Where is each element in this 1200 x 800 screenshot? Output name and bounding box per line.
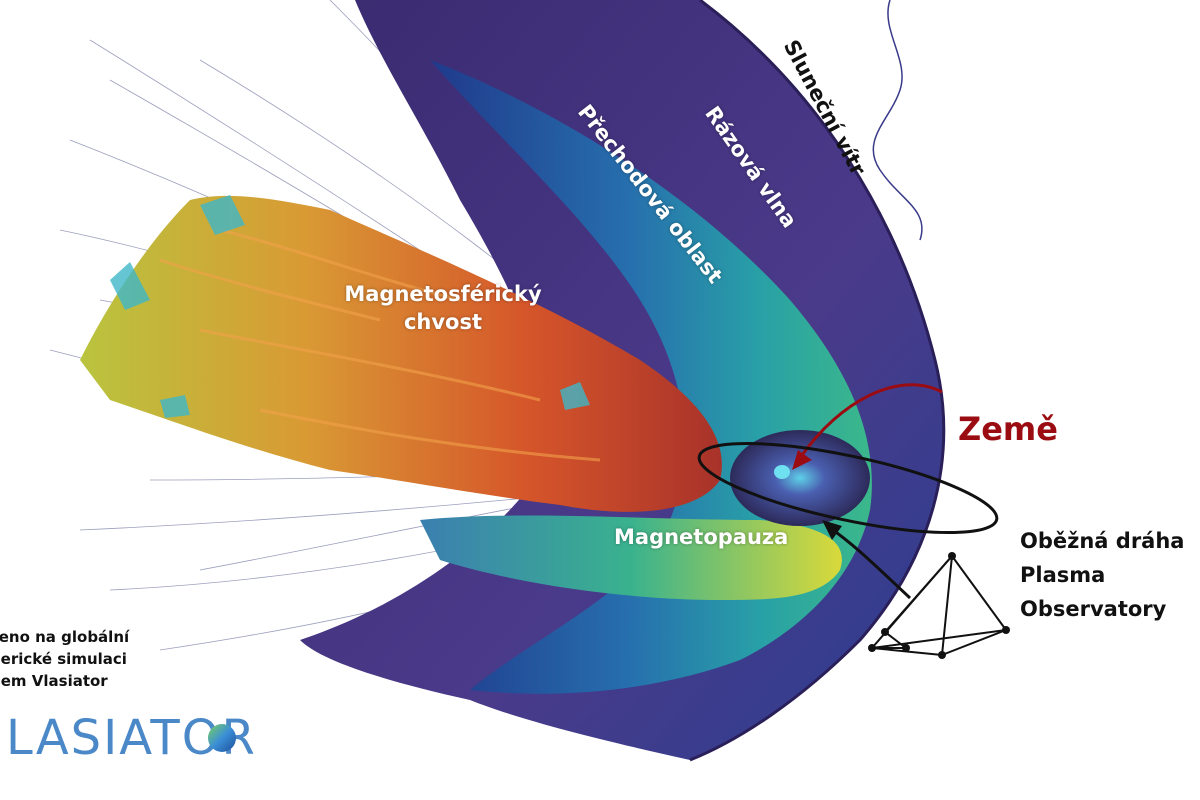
magnetotail-label-line-2: chvost (403, 310, 483, 334)
orbit-label-line-3: Observatory (1020, 597, 1167, 621)
earth-pointer-arrow (798, 383, 943, 459)
magnetopause-label: Magnetopauza (614, 525, 789, 549)
orbit-pointer-arrow (829, 526, 912, 600)
solar-wind-field-line (872, 0, 923, 241)
credit-line-1: ženo na globální (0, 628, 130, 646)
magnetotail-surface (80, 195, 722, 512)
magnetopause-lower-sheet (420, 515, 842, 600)
vlasiator-logo: LASIATOR (6, 710, 255, 766)
magnetotail-label: Magnetosférický chvost (338, 280, 548, 336)
earth-glow (774, 465, 790, 479)
orbit-pointer-arrowhead (822, 520, 842, 540)
globe-icon (208, 724, 236, 752)
magnetotail-texture (159, 228, 601, 462)
earth-label: Země (958, 410, 1058, 448)
bow-shock-rim (689, 0, 946, 762)
orbit-label-line-1: Oběžná dráha (1020, 529, 1185, 553)
orbit-label: Oběžná dráha Plasma Observatory (1020, 524, 1200, 626)
magnetotail-fringe (110, 195, 590, 418)
earth-pointer-arrowhead (792, 450, 812, 470)
orbit-label-line-2: Plasma (1020, 563, 1106, 587)
simulation-credit: ženo na globální nerické simulaci dem Vl… (0, 626, 129, 692)
magnetotail-label-line-1: Magnetosférický (344, 282, 542, 306)
credit-line-3: dem Vlasiator (0, 672, 108, 690)
credit-line-2: nerické simulaci (0, 650, 127, 668)
plasma-observatory-orbit (697, 442, 999, 534)
spacecraft-nodes (868, 552, 1010, 659)
